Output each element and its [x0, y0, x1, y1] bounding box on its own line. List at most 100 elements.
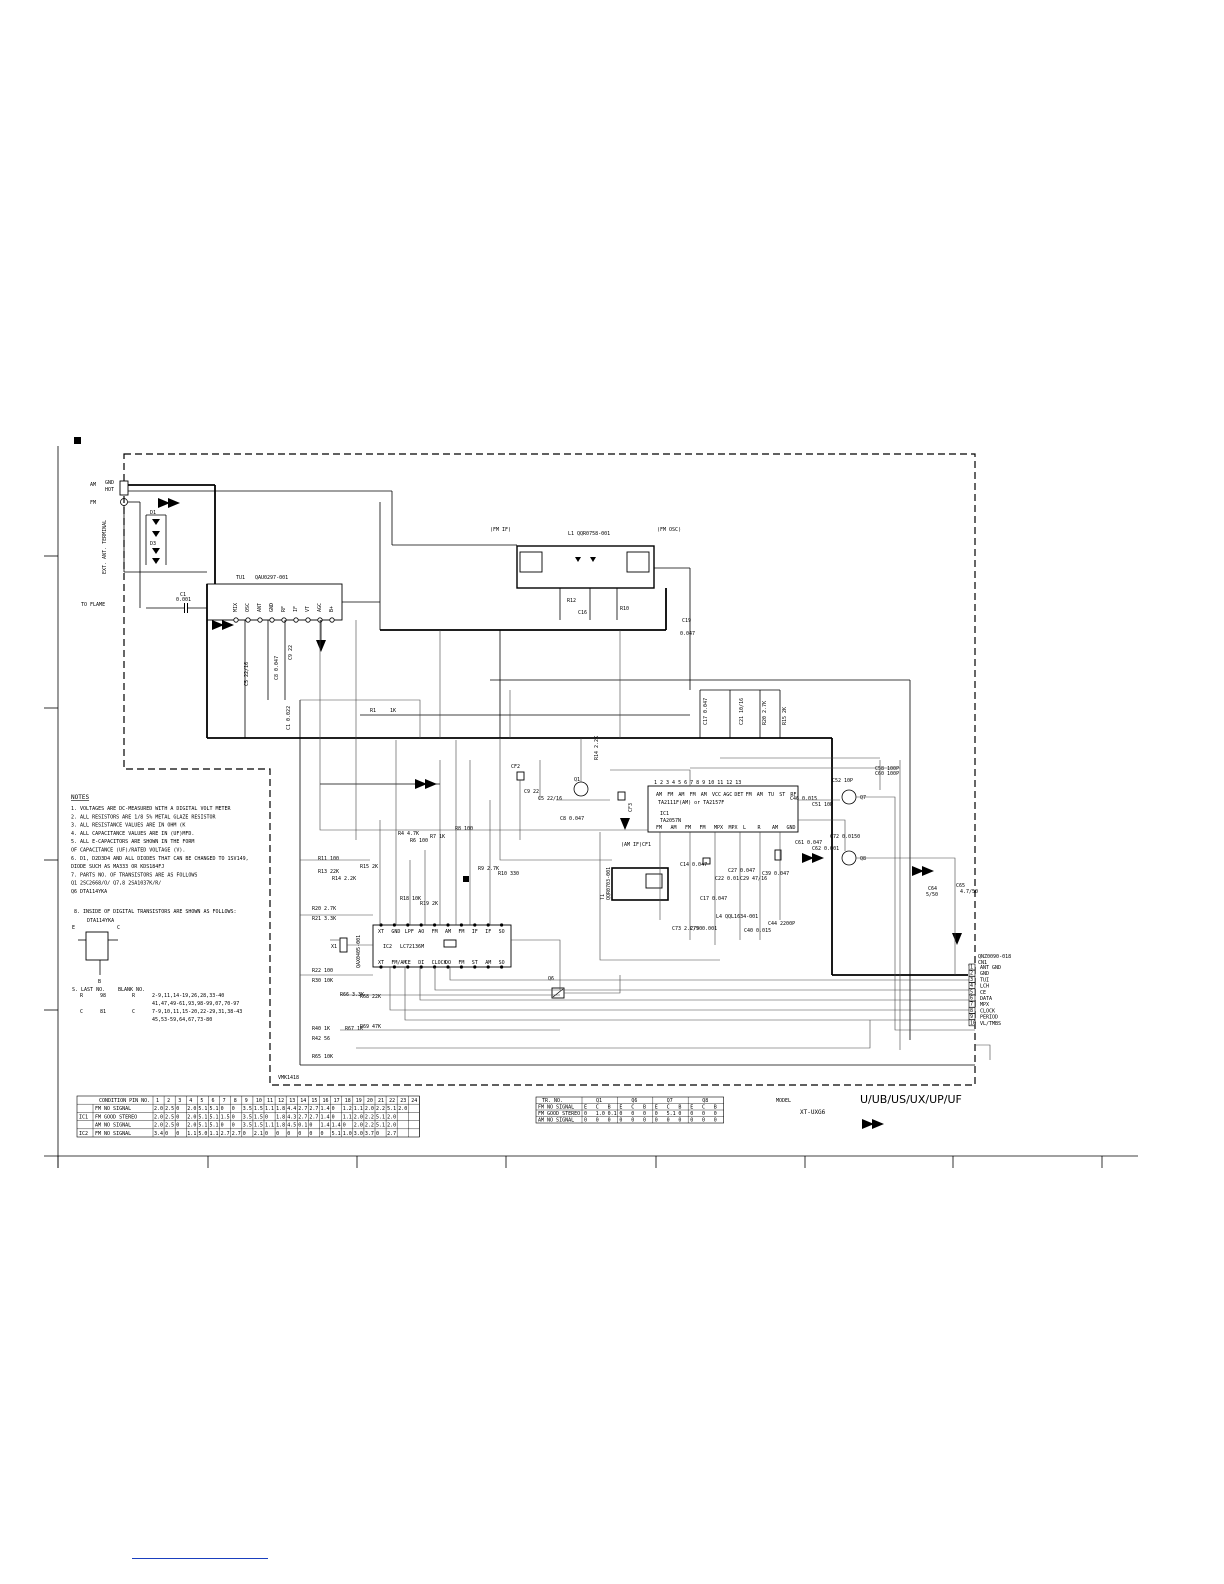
cond-table-cell: 2.7 — [309, 1114, 318, 1120]
tu1-pin — [245, 617, 251, 623]
cn1-pin-label: PERIOD — [980, 1015, 998, 1021]
svg-text:C8 0.047: C8 0.047 — [274, 656, 280, 680]
cn1-pin-label: ANT GND — [980, 965, 1001, 971]
tr-table-cell: B — [608, 1105, 611, 1111]
cond-table-cell: 1.5 — [254, 1123, 263, 1129]
tu1-pin-label: OSC — [245, 603, 251, 612]
svg-text:C21 10/16: C21 10/16 — [739, 698, 745, 725]
ic2-pin-label: AM — [445, 929, 451, 935]
ic1-pin-label: AM — [656, 792, 662, 798]
cond-table-header: 16 — [323, 1098, 329, 1104]
notes-block: NOTES 1. VOLTAGES ARE DC-MEASURED WITH A… — [71, 794, 249, 1023]
label-t1-part: QQR0703-001 — [606, 867, 612, 900]
tu1-pin — [257, 617, 263, 623]
tr-table-header: Q7 — [667, 1098, 673, 1104]
ic2-pin-label: ST — [472, 960, 478, 966]
tr-table-cell: C — [667, 1105, 670, 1111]
notes-row-c: R — [132, 993, 136, 999]
tu1-pin-label: AGC — [317, 603, 323, 612]
cond-table-cell: 1.5 — [221, 1114, 230, 1120]
cn1-pin-label: GND — [980, 971, 989, 977]
ic2-pin — [392, 965, 396, 969]
cond-table-cell: 1.1 — [265, 1123, 274, 1129]
notes-line: Q6 DTA114YKA — [71, 889, 107, 895]
cond-table-header: 10 — [256, 1098, 262, 1104]
tu1-pin — [233, 617, 239, 623]
component-label: R8 100 — [455, 826, 473, 832]
notes-row-d: 41,47,49-61,93,98-99,07,70-97 — [152, 1001, 239, 1007]
label-tu1: TU1 — [236, 575, 245, 581]
notes-line: Q1 2SC2668/O/ Q7,8 2SA1037K/R/ — [71, 881, 161, 887]
cond-table-cell: 3.4 — [154, 1131, 163, 1137]
ic2-pin — [406, 923, 410, 927]
cond-table-header: 11 — [267, 1098, 273, 1104]
cond-table-cell: 1.1 — [210, 1131, 219, 1137]
cond-table-cell: 2.5 — [165, 1106, 174, 1112]
tr-table-cell: 0 — [643, 1111, 646, 1117]
notes-row-d: 45,53-59,64,67,73-80 — [152, 1017, 212, 1023]
cond-table-header: 12 — [278, 1098, 284, 1104]
ic2-pin — [473, 923, 477, 927]
ic2-pin-label: IF — [485, 929, 491, 935]
tu1-pin — [293, 617, 299, 623]
label-to-flame: TO FLAME — [81, 602, 105, 608]
ic1-pin-label: DET — [734, 792, 743, 798]
tr-table-cell: E — [655, 1105, 658, 1111]
cond-table-cell: 2.0 — [387, 1123, 396, 1129]
svg-text:C9 22: C9 22 — [288, 645, 294, 660]
tr-table-cell: 0.1 — [608, 1111, 617, 1117]
tr-table-condition: FM NO SIGNAL — [538, 1105, 574, 1111]
l1-module: (FM IF) L1 QQR0758-001 (FM OSC) R12 C16 … — [490, 527, 695, 690]
cond-table-cell: 5.1 — [198, 1123, 207, 1129]
cond-table-header: 13 — [289, 1098, 295, 1104]
cn1-pin-number: 10 — [970, 1020, 976, 1026]
component-label: C40 0.015 — [744, 928, 771, 934]
cond-table-cell: 5.1 — [210, 1123, 219, 1129]
svg-text:C1 0.022: C1 0.022 — [286, 706, 292, 730]
cond-table-cell: 0 — [332, 1106, 335, 1112]
ic2-pin — [459, 965, 463, 969]
label-l1: L1 QQR0758-001 — [568, 531, 610, 537]
label-vmk: VMK1418 — [278, 1075, 299, 1081]
component-label: C8 0.047 — [560, 816, 584, 822]
label-am-if: (AM IF) — [621, 842, 642, 848]
cond-table-header: 15 — [311, 1098, 317, 1104]
cond-table-cell: 0 — [243, 1131, 246, 1137]
ic1-pin-label: VCC — [712, 792, 721, 798]
cond-table-cell: 0 — [321, 1131, 324, 1137]
cond-table-cell: 2.7 — [298, 1106, 307, 1112]
cond-table-header: 21 — [378, 1098, 384, 1104]
cond-table-condition: FM NO SIGNAL — [95, 1106, 131, 1112]
cond-table-cell: 5.1 — [376, 1114, 385, 1120]
label-cf1: CF1 — [642, 842, 651, 848]
cond-table-cell: 1.4 — [332, 1123, 341, 1129]
cond-table-cell: 5.1 — [198, 1114, 207, 1120]
component-label: R42 56 — [312, 1036, 330, 1042]
cond-table-header: CONDITION PIN NO. — [99, 1098, 150, 1104]
ic2-pin-label: IF — [472, 929, 478, 935]
cond-table-condition: FM GOOD STEREO — [95, 1114, 137, 1120]
cond-table-cell: 4.5 — [287, 1123, 296, 1129]
ic1-pin-label: AM — [757, 792, 763, 798]
cond-table-cell: 0 — [265, 1114, 268, 1120]
cond-table-cell: 2.0 — [187, 1114, 196, 1120]
model-label: MODEL — [776, 1098, 791, 1104]
cond-table-cell: 0 — [176, 1106, 179, 1112]
cond-table-cell: 0 — [176, 1123, 179, 1129]
ic2-pin-label: CE — [405, 960, 411, 966]
svg-text:B: B — [98, 979, 101, 985]
notes-line: 3. ALL RESISTANCE VALUES ARE IN OHM (K — [71, 823, 185, 829]
notes-s-last: S. LAST NO. — [72, 987, 105, 993]
cond-table-header: 22 — [389, 1098, 395, 1104]
svg-text:C17 0.047: C17 0.047 — [703, 698, 709, 725]
bottom-link-line — [132, 1558, 268, 1559]
component-label: R30 10K — [312, 978, 333, 984]
tr-table-cell: 0 — [619, 1111, 622, 1117]
tr-table-cell: 0 — [690, 1111, 693, 1117]
cond-table-cell: 2.0 — [187, 1106, 196, 1112]
ic2-pin — [500, 965, 504, 969]
label-c1-val: 0.001 — [176, 597, 191, 603]
